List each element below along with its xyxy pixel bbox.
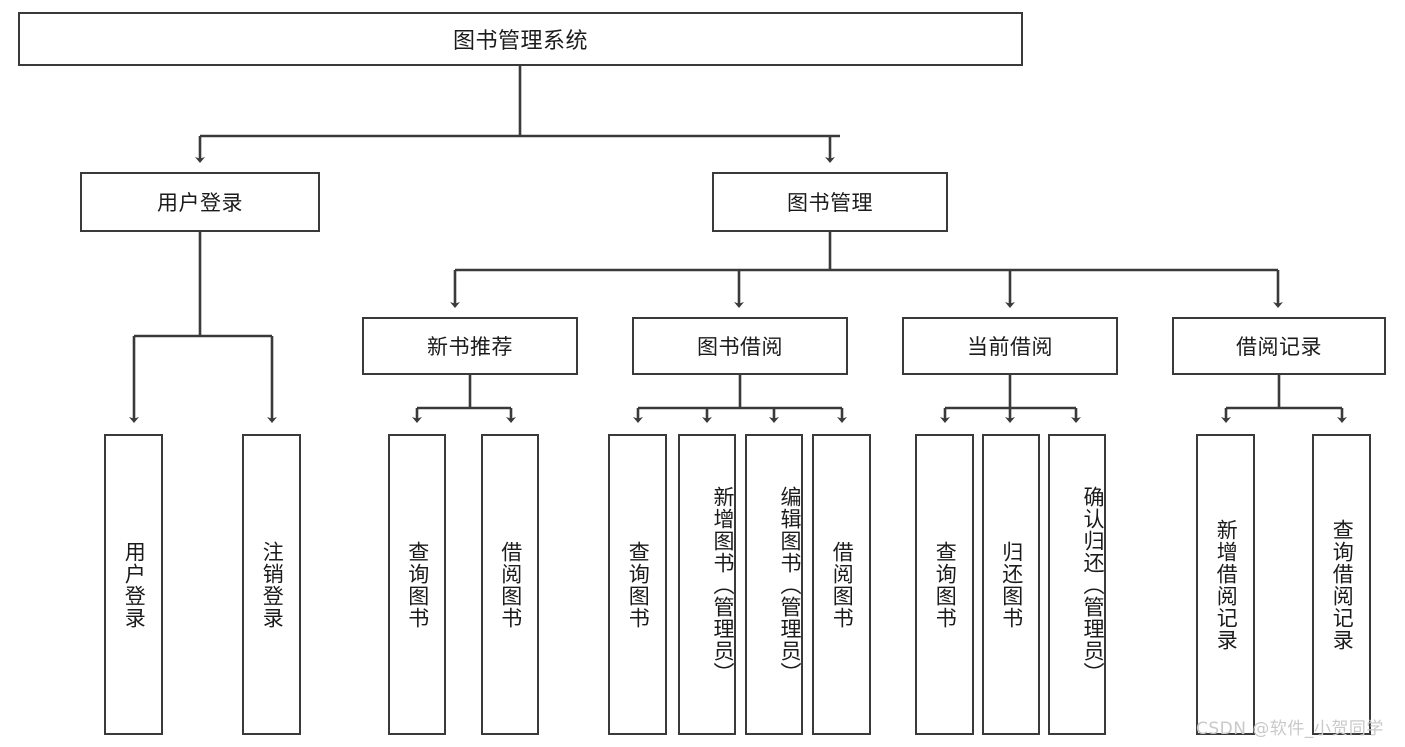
leaf-current-confirm-return-admin[interactable]: 确认归还（管理员） — [1048, 434, 1106, 735]
node-root-system[interactable]: 图书管理系统 — [18, 12, 1023, 66]
node-borrow-record[interactable]: 借阅记录 — [1172, 317, 1386, 375]
node-label: 查询图书 — [933, 540, 958, 629]
node-book-borrow[interactable]: 图书借阅 — [632, 317, 848, 375]
leaf-borrow-edit-book-admin[interactable]: 编辑图书（管理员） — [745, 434, 803, 735]
csdn-watermark: CSDN @软件_小贺同学 — [1196, 719, 1384, 739]
node-label: 新增图书（管理员） — [711, 485, 735, 684]
leaf-recommend-query-book[interactable]: 查询图书 — [388, 434, 446, 735]
node-label: 用户登录 — [157, 191, 243, 215]
node-label: 查询图书 — [405, 540, 430, 629]
leaf-current-query-book[interactable]: 查询图书 — [915, 434, 974, 735]
leaf-record-query-record[interactable]: 查询借阅记录 — [1312, 434, 1371, 735]
node-label: 编辑图书（管理员） — [778, 485, 802, 684]
node-label: 注销登录 — [260, 540, 285, 629]
node-label: 新书推荐 — [427, 335, 513, 359]
leaf-record-add-record[interactable]: 新增借阅记录 — [1196, 434, 1255, 735]
node-label: 借阅图书 — [830, 540, 855, 629]
node-label: 当前借阅 — [967, 335, 1053, 359]
node-label: 查询借阅记录 — [1330, 518, 1355, 651]
leaf-current-return-book[interactable]: 归还图书 — [982, 434, 1040, 735]
node-book-management[interactable]: 图书管理 — [712, 172, 948, 232]
node-label: 归还图书 — [999, 540, 1024, 629]
node-label: 图书借阅 — [697, 335, 783, 359]
leaf-user-login[interactable]: 用户登录 — [104, 434, 163, 735]
node-label: 图书管理 — [787, 191, 873, 215]
node-label: 借阅图书 — [498, 540, 523, 629]
node-label: 确认归还（管理员） — [1081, 485, 1105, 684]
node-label: 用户登录 — [122, 540, 147, 629]
leaf-borrow-add-book-admin[interactable]: 新增图书（管理员） — [678, 434, 736, 735]
node-label: 查询图书 — [626, 540, 651, 629]
node-label: 借阅记录 — [1236, 335, 1322, 359]
leaf-borrow-query-book[interactable]: 查询图书 — [608, 434, 667, 735]
node-label: 图书管理系统 — [452, 29, 588, 54]
node-label: 新增借阅记录 — [1214, 518, 1239, 651]
node-current-borrow[interactable]: 当前借阅 — [902, 317, 1118, 375]
node-new-book-recommend[interactable]: 新书推荐 — [362, 317, 578, 375]
node-user-login[interactable]: 用户登录 — [80, 172, 320, 232]
leaf-recommend-borrow-book[interactable]: 借阅图书 — [481, 434, 539, 735]
leaf-logout[interactable]: 注销登录 — [242, 434, 301, 735]
leaf-borrow-borrow-book[interactable]: 借阅图书 — [812, 434, 871, 735]
